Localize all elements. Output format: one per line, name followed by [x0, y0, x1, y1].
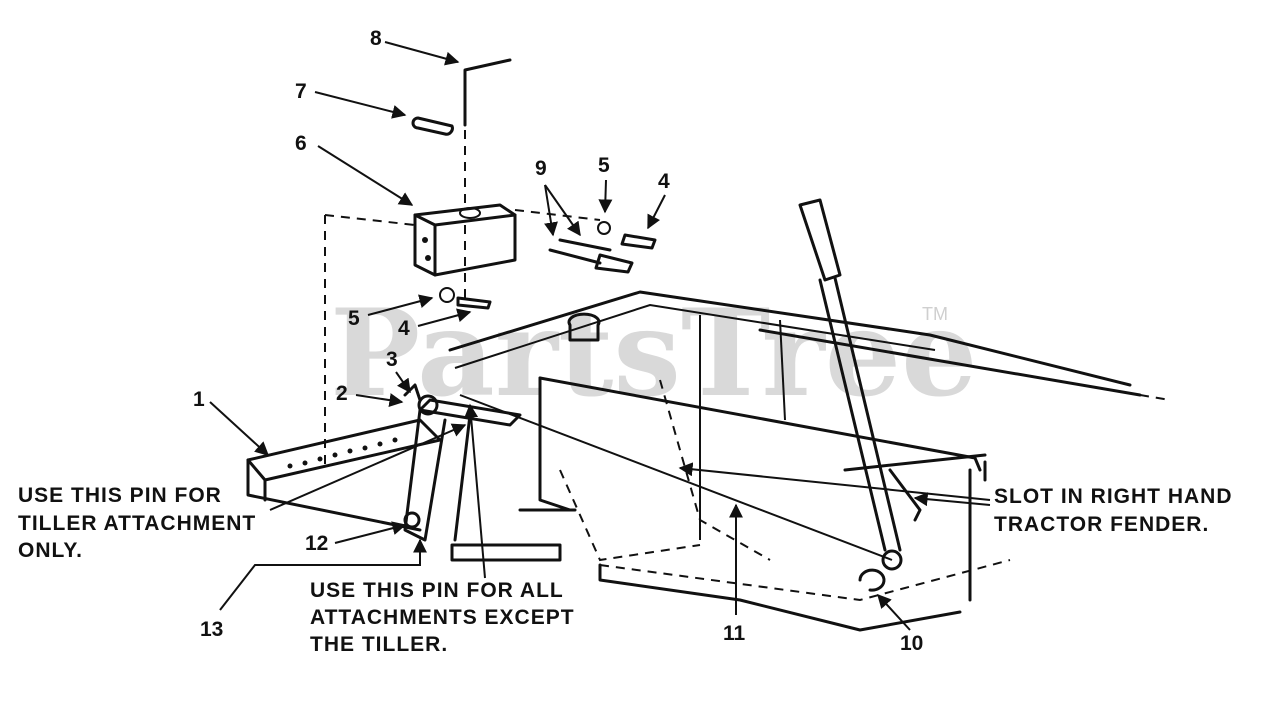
tractor-body	[448, 290, 1171, 632]
callout-9: 9	[535, 157, 547, 180]
hair-pin-clip	[411, 116, 454, 136]
callout-5-top: 5	[598, 154, 610, 177]
callout-2: 2	[336, 382, 348, 405]
callout-7: 7	[295, 80, 307, 103]
hitch-pin	[463, 58, 512, 127]
callout-6: 6	[295, 132, 307, 155]
mounting-bracket	[324, 130, 601, 465]
note-slot-line-1: SLOT IN RIGHT HAND	[994, 485, 1233, 508]
callout-3: 3	[386, 348, 398, 371]
note-tiller-line-1: USE THIS PIN FOR	[18, 484, 222, 507]
watermark-trademark: TM	[922, 304, 948, 324]
callout-13: 13	[200, 618, 223, 641]
note-all-line-1: USE THIS PIN FOR ALL	[310, 579, 564, 602]
hitch-frame	[246, 383, 522, 542]
note-all-line-2: ATTACHMENTS EXCEPT	[310, 606, 575, 629]
callout-4-top: 4	[658, 170, 670, 193]
callout-1: 1	[193, 388, 205, 411]
callout-12: 12	[305, 532, 328, 555]
callout-8: 8	[370, 27, 382, 50]
note-tiller-pin: USE THIS PIN FOR TILLER ATTACHMENT ONLY.	[18, 423, 467, 562]
callout-4-bottom: 4	[398, 317, 410, 340]
callout-5-bottom: 5	[348, 307, 360, 330]
note-tiller-line-2: TILLER ATTACHMENT	[18, 512, 256, 535]
callout-10: 10	[900, 632, 923, 655]
callout-11: 11	[723, 622, 746, 645]
bolts	[439, 221, 657, 310]
note-slot-line-2: TRACTOR FENDER.	[994, 513, 1209, 536]
hitch-holes	[287, 437, 398, 469]
note-all-line-3: THE TILLER.	[310, 633, 448, 656]
lift-lever	[459, 198, 922, 592]
note-slot: SLOT IN RIGHT HAND TRACTOR FENDER.	[678, 462, 1233, 536]
note-all-pin: USE THIS PIN FOR ALL ATTACHMENTS EXCEPT …	[310, 403, 575, 656]
note-tiller-line-3: ONLY.	[18, 539, 83, 562]
callouts: 8 7 6 9 5 4 5 4 3 2 1 12 13 11 10	[193, 27, 923, 655]
